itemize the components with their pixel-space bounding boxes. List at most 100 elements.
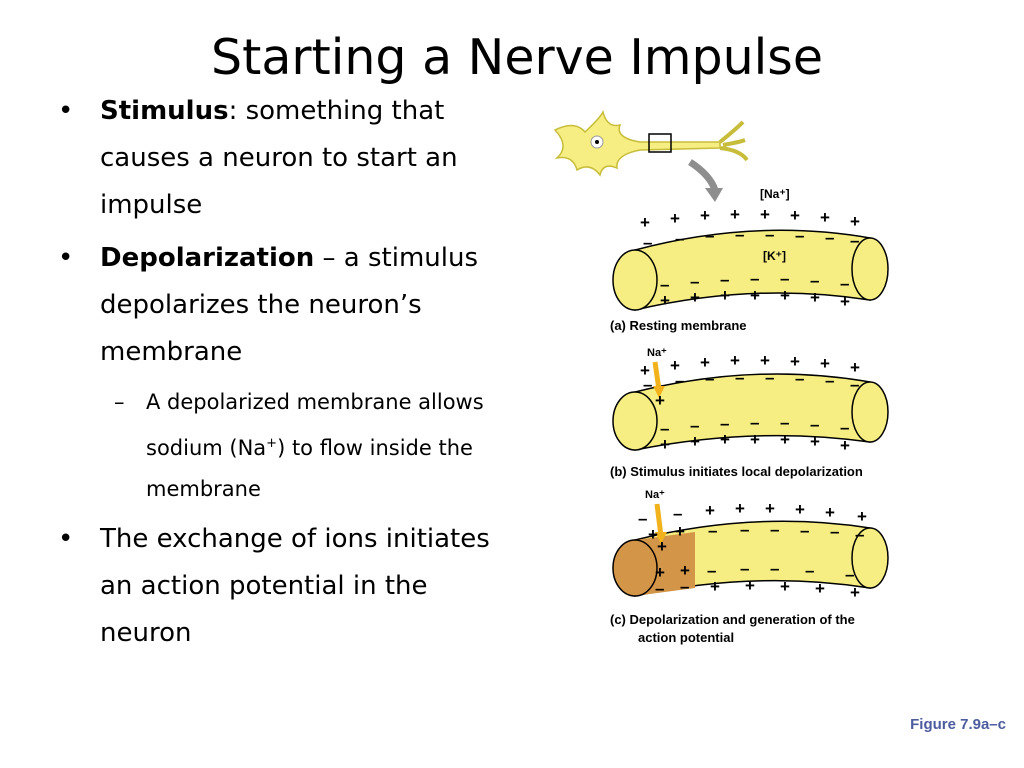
slide-title: Starting a Nerve Impulse — [211, 29, 823, 86]
svg-text:+: + — [735, 499, 745, 518]
svg-text:+: + — [655, 563, 665, 582]
charges-a: ++++++++ –––––––– ––––––– +++++++ — [640, 205, 860, 311]
svg-text:+: + — [675, 522, 685, 541]
depolarization-definition: – a stimulus depolarizes the neuron’s me… — [100, 243, 479, 367]
svg-text:+: + — [700, 353, 710, 372]
svg-text:+: + — [640, 361, 650, 380]
svg-text:–: – — [740, 559, 749, 578]
svg-text:+: + — [815, 579, 825, 598]
svg-text:+: + — [670, 356, 680, 375]
svg-text:+: + — [840, 292, 850, 311]
neuron-illustration — [553, 109, 749, 202]
svg-text:+: + — [825, 503, 835, 522]
svg-text:–: – — [735, 368, 744, 387]
svg-text:–: – — [840, 418, 849, 437]
svg-text:–: – — [660, 275, 669, 294]
svg-text:–: – — [795, 226, 804, 245]
svg-text:+: + — [655, 391, 665, 410]
svg-text:+: + — [648, 525, 658, 544]
svg-text:–: – — [660, 419, 669, 438]
svg-text:+: + — [790, 206, 800, 225]
svg-text:+: + — [660, 291, 670, 310]
svg-text:+: + — [730, 205, 740, 224]
label-a: (a) Resting membrane — [610, 318, 747, 333]
bullet-exchange: • The exchange of ions initiates an acti… — [58, 516, 518, 657]
svg-text:–: – — [638, 509, 647, 528]
svg-text:+: + — [660, 435, 670, 454]
svg-text:+: + — [750, 286, 760, 305]
svg-text:–: – — [795, 369, 804, 388]
svg-text:–: – — [845, 565, 854, 584]
svg-text:+: + — [795, 500, 805, 519]
svg-text:+: + — [670, 209, 680, 228]
svg-text:+: + — [750, 430, 760, 449]
svg-text:–: – — [720, 414, 729, 433]
exchange-text: The exchange of ions initiates an action… — [100, 524, 490, 648]
svg-text:+: + — [657, 537, 667, 556]
svg-text:–: – — [810, 415, 819, 434]
bullet-stimulus: • Stimulus: something that causes a neur… — [58, 88, 518, 229]
depolarization-term: Depolarization — [100, 243, 315, 273]
svg-text:–: – — [850, 375, 859, 394]
svg-text:–: – — [655, 579, 664, 598]
bullet-dot: • — [58, 96, 74, 126]
svg-text:+: + — [765, 499, 775, 518]
svg-text:–: – — [770, 520, 779, 539]
svg-text:–: – — [735, 225, 744, 244]
svg-text:+: + — [680, 561, 690, 580]
svg-text:+: + — [730, 351, 740, 370]
svg-text:+: + — [857, 507, 867, 526]
svg-text:–: – — [800, 521, 809, 540]
svg-text:–: – — [740, 520, 749, 539]
svg-text:+: + — [705, 501, 715, 520]
svg-text:+: + — [820, 354, 830, 373]
svg-text:–: – — [750, 413, 759, 432]
stimulus-term: Stimulus — [100, 96, 229, 126]
bullet-dot: • — [58, 243, 74, 273]
svg-text:–: – — [840, 274, 849, 293]
sub-bullet-superscript: + — [266, 436, 278, 451]
svg-text:+: + — [820, 208, 830, 227]
svg-text:+: + — [850, 583, 860, 602]
svg-text:+: + — [745, 576, 755, 595]
svg-text:–: – — [750, 269, 759, 288]
charges-b: ++++++++ –––––––– + ––––––– +++++++ — [640, 351, 860, 455]
svg-text:–: – — [690, 272, 699, 291]
svg-text:+: + — [780, 577, 790, 596]
svg-text:+: + — [810, 432, 820, 451]
svg-text:–: – — [720, 270, 729, 289]
label-b: (b) Stimulus initiates local depolarizat… — [610, 464, 863, 479]
svg-text:–: – — [855, 525, 864, 544]
svg-text:+: + — [710, 577, 720, 596]
label-c-line2: action potential — [638, 630, 734, 645]
svg-text:–: – — [850, 231, 859, 250]
sub-bullet-text-end: ) to flow inside the membrane — [146, 436, 473, 501]
na-label-b: Na⁺ — [647, 347, 667, 359]
svg-text:–: – — [680, 577, 689, 596]
bullet-depolarization: • Depolarization – a stimulus depolarize… — [58, 235, 518, 376]
svg-text:+: + — [780, 430, 790, 449]
svg-text:+: + — [850, 212, 860, 231]
panel-b: Na⁺ ++++++++ –––––––– + ––––––– +++++++ … — [610, 347, 889, 479]
svg-text:–: – — [770, 559, 779, 578]
svg-text:+: + — [690, 288, 700, 307]
na-outside-label: [Na⁺] — [760, 187, 790, 201]
charges-c: ––++++++ ++–––––– + ++––––– ––+++++ — [638, 499, 867, 602]
svg-text:–: – — [765, 225, 774, 244]
nerve-impulse-diagram: [Na⁺] [K⁺] ++++++++ –––––––– ––––––– +++… — [553, 109, 889, 645]
svg-text:+: + — [810, 288, 820, 307]
panel-c: Na⁺ ––++++++ ++–––––– + ++––––– ––+++++ … — [610, 489, 889, 645]
svg-text:–: – — [673, 504, 682, 523]
svg-text:–: – — [780, 413, 789, 432]
svg-text:+: + — [840, 436, 850, 455]
na-label-c: Na⁺ — [645, 489, 665, 501]
svg-text:+: + — [850, 358, 860, 377]
svg-text:–: – — [830, 522, 839, 541]
svg-text:+: + — [640, 213, 650, 232]
svg-text:–: – — [643, 375, 652, 394]
svg-text:+: + — [760, 205, 770, 224]
svg-text:+: + — [720, 430, 730, 449]
svg-text:–: – — [705, 369, 714, 388]
svg-text:–: – — [825, 371, 834, 390]
svg-text:–: – — [810, 271, 819, 290]
